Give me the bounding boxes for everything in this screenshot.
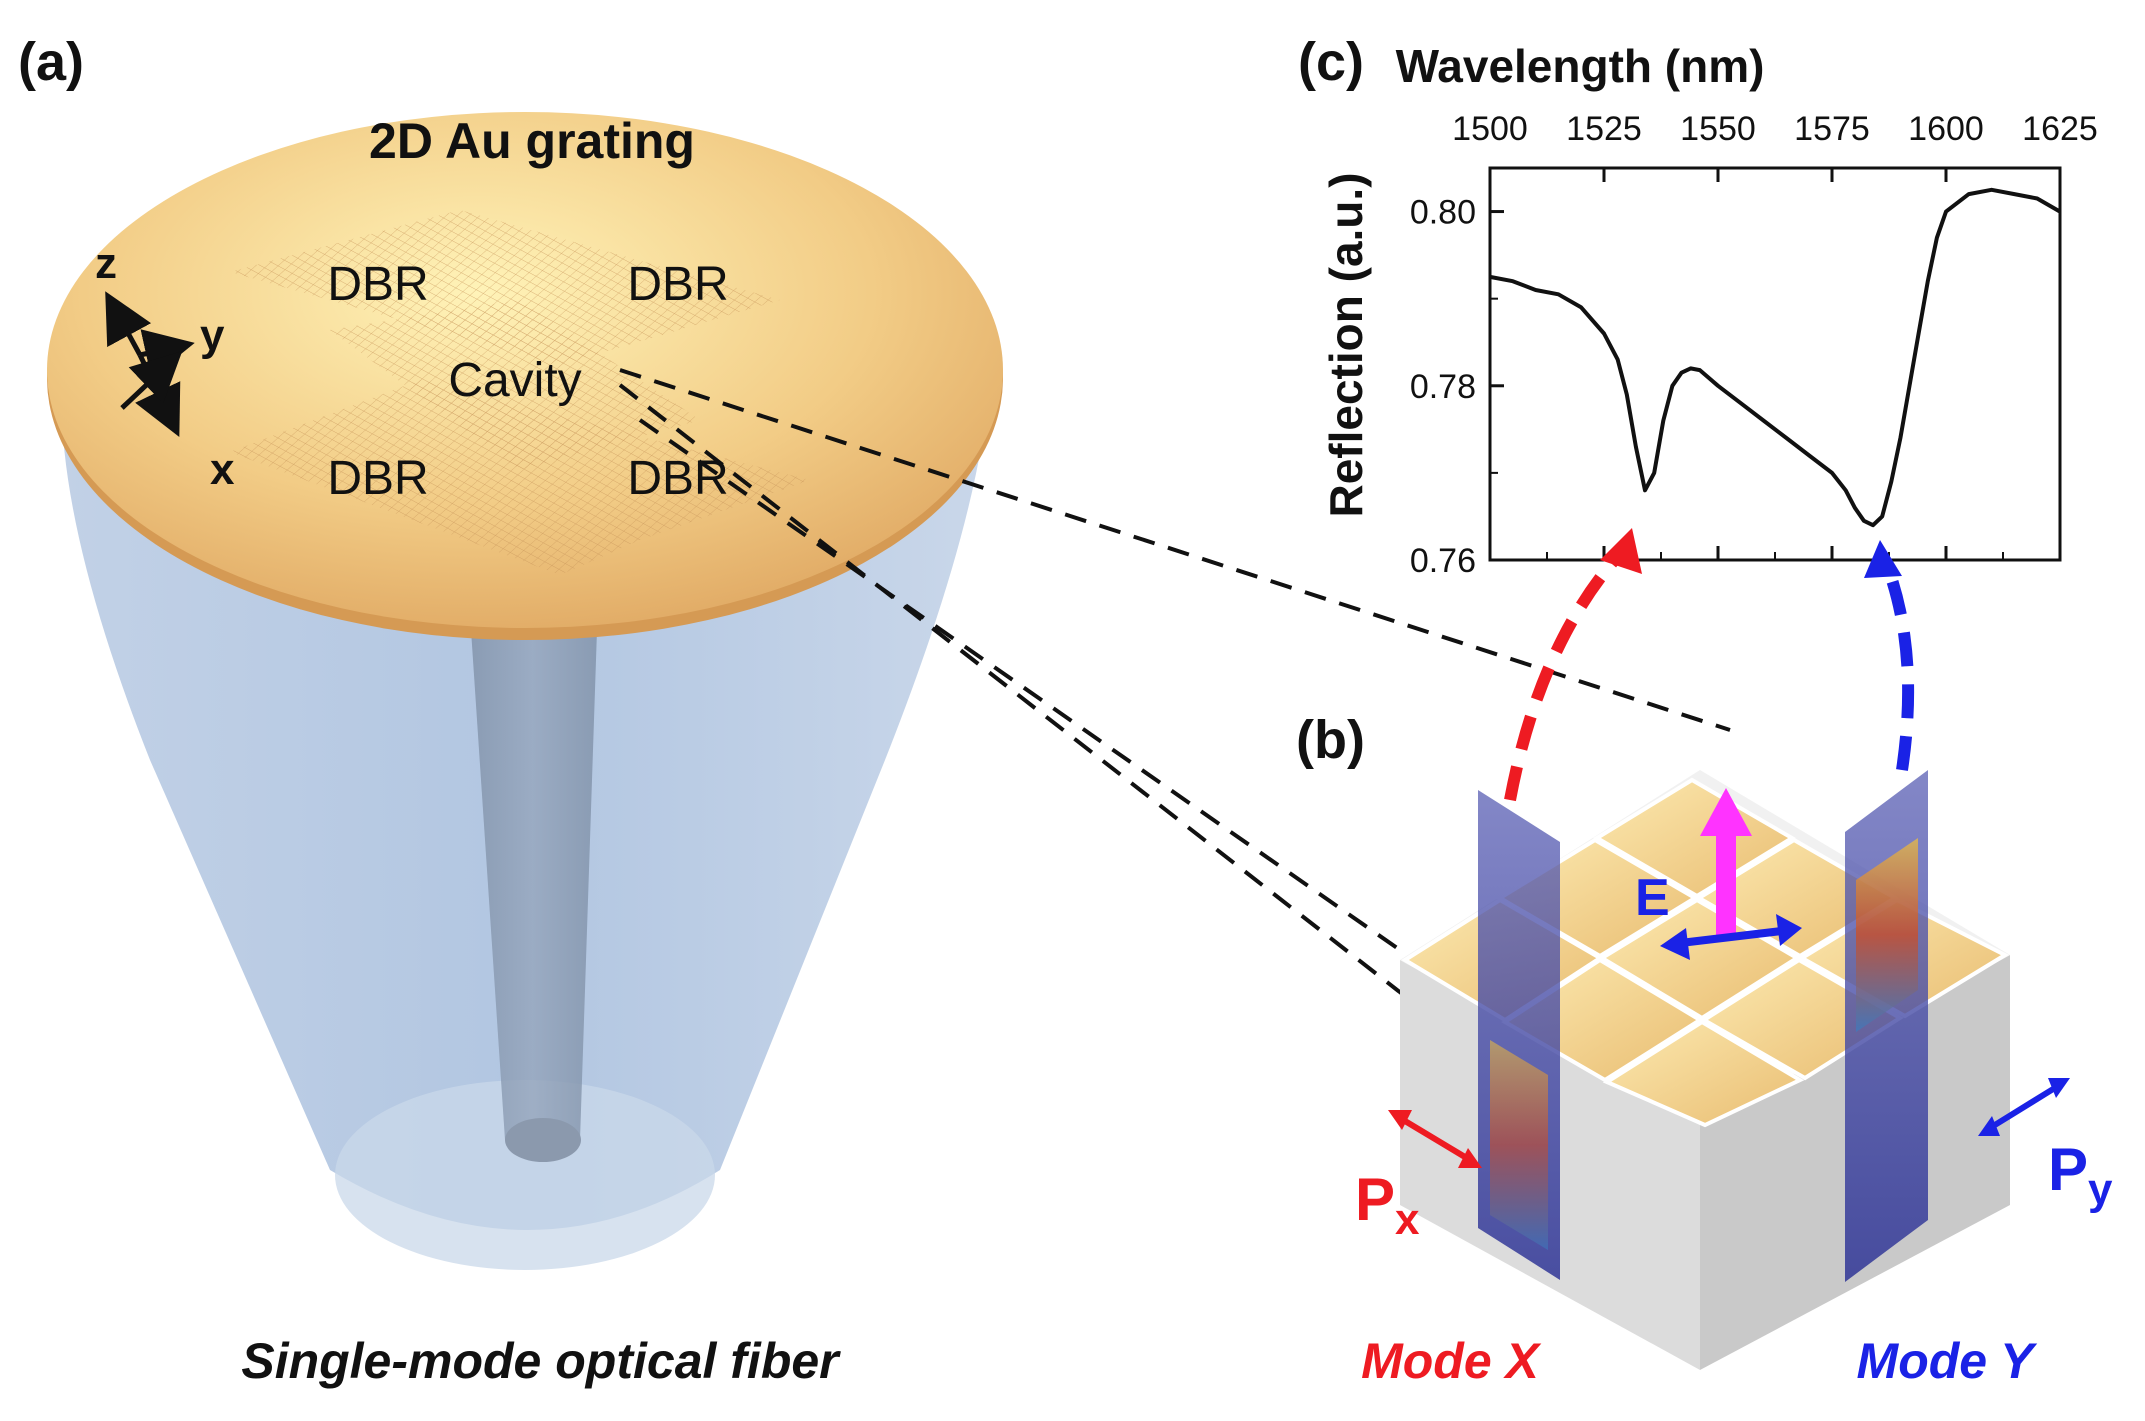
chart-plot-frame [1488,166,2062,562]
axis-z-label: z [95,239,117,288]
mode-y-label: Mode Y [1857,1333,2039,1389]
coordinate-axes [105,291,195,438]
chart-x-tick-label: 1525 [1566,110,1642,148]
grating-pattern [230,210,810,575]
py-label: Py [2048,1136,2113,1214]
dbr-label-bl: DBR [327,452,428,505]
px-label-sub: x [1395,1195,1420,1244]
px-label: Px [1355,1166,1420,1244]
px-arrow [1388,1110,1482,1168]
cavity-label: Cavity [448,354,581,407]
mode-x-arc-head [1600,528,1642,574]
dbr-label-tr: DBR [627,258,728,311]
mode-y-hotspot [1856,838,1918,1032]
chart-x-axis-title: Wavelength (nm) [1396,40,1765,92]
panel-c-label: (c) [1298,32,1364,92]
fiber-caption: Single-mode optical fiber [241,1333,841,1389]
chart-x-tick-label: 1625 [2022,110,2098,148]
dbr-label-tl: DBR [327,258,428,311]
axis-y-label: y [200,311,225,360]
dbr-label-br: DBR [627,452,728,505]
panel-a: (a) 2D Au grating DBR DBR DBR DBR Cavity… [18,32,1003,1389]
chart-y-tick-label: 0.76 [1410,542,1476,580]
chart-x-tick-label: 1500 [1452,110,1528,148]
fiber-core-end [505,1118,581,1162]
py-label-main: P [2048,1136,2088,1203]
panel-b: (b) [1296,528,2113,1389]
chart-y-ticks: 0.76 0.78 0.80 [1410,194,1504,580]
chart-x-tick-label: 1600 [1908,110,1984,148]
mode-y-arc [1879,557,1915,771]
panel-c: (c) Wavelength (nm) Reflection (a.u.) 15… [1298,32,2098,580]
chart-y-axis-title: Reflection (a.u.) [1320,172,1372,517]
chart-y-tick-label: 0.78 [1410,368,1476,406]
py-arrow [1978,1078,2070,1136]
chart-x-tick-label: 1575 [1794,110,1870,148]
axis-x-label: x [210,445,235,494]
mode-x-hotspot [1490,1040,1548,1250]
k-vector-arrow [1700,788,1752,940]
px-label-main: P [1355,1166,1395,1233]
grating-title: 2D Au grating [369,113,695,169]
panel-b-label: (b) [1296,710,1365,770]
chart-series-line [1489,187,2061,528]
e-field-arrow [1660,914,1802,960]
mode-x-arc [1504,543,1630,802]
py-label-sub: y [2088,1165,2113,1214]
panel-a-label: (a) [18,32,84,92]
chart-y-tick-label: 0.80 [1410,194,1476,232]
fiber-core [465,540,600,1140]
e-field-label: E [1635,869,1670,927]
chart-series [1489,187,2061,528]
mode-y-arc-head [1864,540,1902,578]
fiber-end-face [335,1080,715,1270]
chart-x-tick-label: 1550 [1680,110,1756,148]
mode-x-label: Mode X [1361,1333,1541,1389]
chart-x-ticks: 1500 1525 1550 1575 1600 1625 [1452,110,2098,560]
